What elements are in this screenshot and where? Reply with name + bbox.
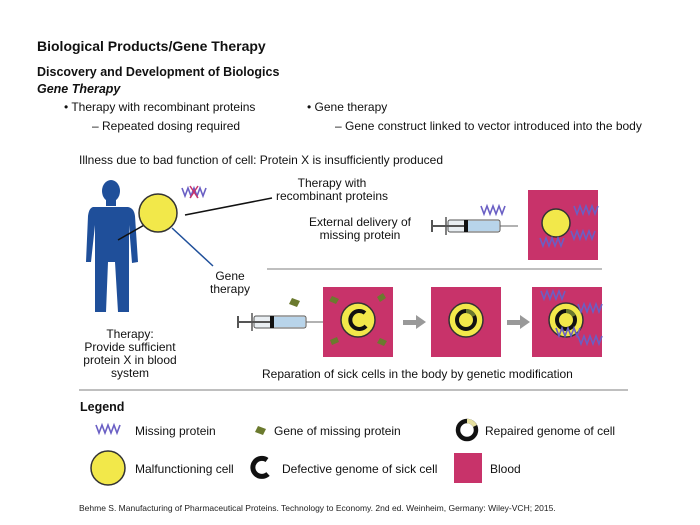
recombinant-label-line1: Therapy with: [297, 176, 367, 190]
therapy-label-line3: protein X in blood: [83, 353, 177, 367]
citation: Behme S. Manufacturing of Pharmaceutical…: [79, 503, 556, 513]
therapy-label-line4: system: [110, 366, 149, 380]
illness-statement: Illness due to bad function of cell: Pro…: [79, 153, 443, 167]
x-mark-icon: [189, 185, 199, 199]
gene-label-line2: therapy: [209, 282, 251, 296]
bullet-gene-therapy: • Gene therapy: [307, 100, 388, 114]
external-label-line2: missing protein: [319, 228, 401, 242]
malfunctioning-cell-icon: [138, 193, 178, 233]
syringe-icon-2: [237, 312, 325, 332]
gene-icon: [289, 298, 300, 307]
bullet-gene-therapy-sub: – Gene construct linked to vector introd…: [335, 119, 642, 133]
legend-gene-label: Gene of missing protein: [274, 424, 401, 438]
therapy-label: Therapy: Provide sufficient protein X in…: [70, 328, 190, 380]
arrow-icon: [403, 315, 426, 329]
legend-malfunctioning-cell-icon: [90, 450, 126, 486]
legend-blood-icon: [454, 453, 482, 483]
protein-delivery-icon: [480, 205, 506, 215]
page-subtitle: Discovery and Development of Biologics: [37, 65, 280, 79]
cell-icon: [541, 208, 571, 238]
defective-genome-icon: [348, 309, 368, 331]
recombinant-connector: [184, 197, 273, 216]
legend-blood-label: Blood: [490, 462, 521, 476]
bullet-recombinant-sub: – Repeated dosing required: [92, 119, 241, 133]
therapy-label-line2: Provide sufficient: [84, 340, 176, 354]
gene-therapy-label: Gene therapy: [200, 270, 260, 296]
gene-therapy-connector: [171, 227, 214, 267]
external-delivery-label: External delivery of missing protein: [296, 216, 424, 242]
legend-repaired-genome-icon: [455, 418, 479, 442]
legend-defective-genome-icon: [250, 455, 270, 479]
syringe-icon: [431, 216, 519, 236]
legend-gene-icon: [255, 426, 266, 435]
reparation-caption: Reparation of sick cells in the body by …: [262, 367, 573, 381]
patient-figure: [86, 180, 138, 312]
bullet-recombinant: • Therapy with recombinant proteins: [64, 100, 256, 114]
legend-missing-protein-label: Missing protein: [135, 424, 216, 438]
gene-label-line1: Gene: [215, 269, 245, 283]
arrow-icon-2: [507, 315, 530, 329]
legend-title: Legend: [80, 400, 125, 414]
repaired-cell-icon: [448, 302, 484, 338]
legend-defective-label: Defective genome of sick cell: [282, 462, 438, 476]
gene-particles-icon: [329, 293, 387, 346]
page-title: Biological Products/Gene Therapy: [37, 38, 266, 54]
sick-cell-icon: [340, 302, 376, 338]
pointer-line: [117, 223, 147, 241]
external-label-line1: External delivery of: [308, 215, 412, 229]
legend-missing-protein-icon: [95, 424, 121, 434]
recombinant-label-line2: recombinant proteins: [275, 189, 389, 203]
recombinant-label: Therapy with recombinant proteins: [268, 177, 396, 203]
therapy-label-line1: Therapy:: [106, 327, 154, 341]
legend-repaired-label: Repaired genome of cell: [485, 424, 616, 438]
legend-malfunctioning-label: Malfunctioning cell: [135, 462, 234, 476]
section-title: Gene Therapy: [37, 82, 121, 96]
